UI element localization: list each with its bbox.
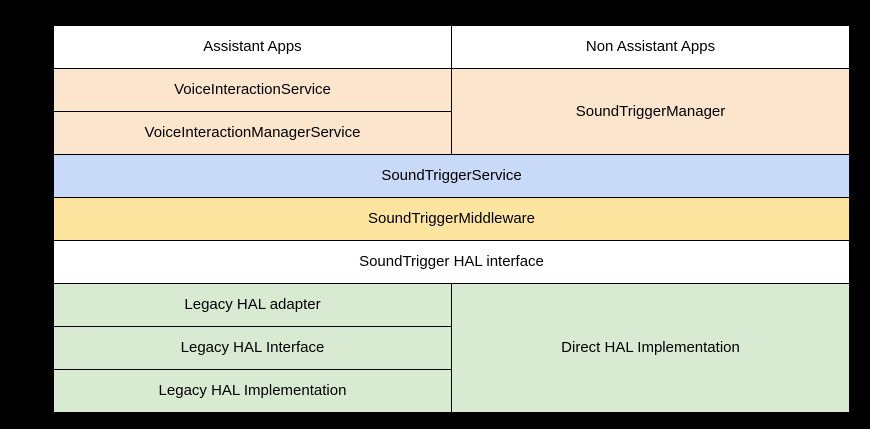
cell-label-sound-trigger-middleware: SoundTriggerMiddleware xyxy=(367,210,536,227)
cell-legacy-hal-interface: Legacy HAL Interface xyxy=(53,326,452,370)
table-row-voice-interaction-manager-service: VoiceInteractionManagerService xyxy=(53,111,850,155)
cell-label-legacy-hal-interface: Legacy HAL Interface xyxy=(180,339,325,356)
table-row-sound-trigger-hal-interface: SoundTrigger HAL interface xyxy=(53,240,850,284)
cell-label-legacy-hal-implementation: Legacy HAL Implementation xyxy=(158,382,347,399)
table-row-sound-trigger-middleware: SoundTriggerMiddleware xyxy=(53,197,850,241)
cell-sound-trigger-hal-interface: SoundTrigger HAL interface xyxy=(53,240,850,284)
cell-sound-trigger-service: SoundTriggerService xyxy=(53,154,850,198)
table-row-voice-interaction-service: VoiceInteractionService SoundTriggerMana… xyxy=(53,68,850,155)
cell-label-assistant-apps: Assistant Apps xyxy=(203,38,302,55)
cell-label-legacy-hal-adapter: Legacy HAL adapter xyxy=(184,296,321,313)
table-row-headers: Assistant Apps Non Assistant Apps xyxy=(53,25,850,69)
cell-assistant-apps: Assistant Apps xyxy=(53,25,452,69)
cell-label-sound-trigger-service: SoundTriggerService xyxy=(381,167,522,184)
cell-label-non-assistant-apps: Non Assistant Apps xyxy=(585,38,716,55)
cell-label-sound-trigger-manager: SoundTriggerManager xyxy=(575,102,726,120)
table-row-legacy-hal-implementation: Legacy HAL Implementation xyxy=(53,369,850,413)
cell-legacy-hal-implementation: Legacy HAL Implementation xyxy=(53,369,452,413)
table-row-legacy-hal-interface: Legacy HAL Interface xyxy=(53,326,850,370)
cell-voice-interaction-service: VoiceInteractionService xyxy=(53,68,452,112)
cell-label-sound-trigger-hal-interface: SoundTrigger HAL interface xyxy=(359,253,544,270)
cell-voice-interaction-manager-service: VoiceInteractionManagerService xyxy=(53,111,452,155)
cell-legacy-hal-adapter: Legacy HAL adapter xyxy=(53,283,452,327)
cell-direct-hal-implementation: Direct HAL Implementation xyxy=(451,283,850,413)
table-row-sound-trigger-service: SoundTriggerService xyxy=(53,154,850,198)
cell-sound-trigger-manager: SoundTriggerManager xyxy=(451,68,850,155)
cell-label-voice-interaction-manager-service: VoiceInteractionManagerService xyxy=(144,124,361,141)
table-row-legacy-hal-adapter: Legacy HAL adapter Direct HAL Implementa… xyxy=(53,283,850,413)
architecture-layer-table: Assistant Apps Non Assistant Apps VoiceI… xyxy=(53,25,850,413)
cell-label-voice-interaction-service: VoiceInteractionService xyxy=(174,81,331,98)
cell-sound-trigger-middleware: SoundTriggerMiddleware xyxy=(53,197,850,241)
cell-non-assistant-apps: Non Assistant Apps xyxy=(451,25,850,69)
cell-label-direct-hal-implementation: Direct HAL Implementation xyxy=(561,339,740,356)
